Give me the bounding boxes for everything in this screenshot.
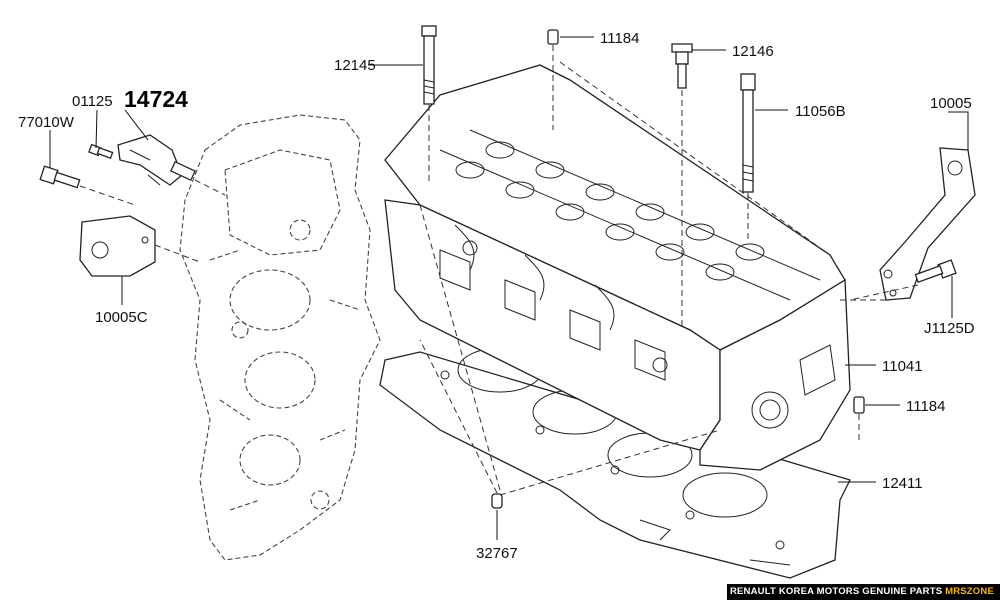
footer-brand: MRSZONE [945, 586, 994, 597]
bracket-10005c [79, 215, 201, 277]
label-12146: 12146 [732, 43, 774, 60]
label-77010w: 77010W [18, 114, 75, 131]
label-11056b: 11056B [795, 103, 846, 120]
pin-32767 [419, 339, 503, 509]
reference-lines [419, 61, 890, 496]
bolt-77010w [39, 165, 136, 206]
watermark-footer: RENAULT KOREA MOTORS GENUINE PARTS MRSZO… [727, 584, 1000, 600]
label-11184-side: 11184 [906, 398, 946, 415]
label-11184-top: 11184 [600, 30, 640, 47]
leader-lines [49, 36, 969, 540]
bolt-01125 [88, 143, 114, 160]
bolt-12145 [421, 25, 437, 185]
label-10005c: 10005C [95, 309, 148, 326]
dowel-11184-top [547, 29, 559, 130]
label-14724: 14724 [124, 86, 188, 112]
oil-control-valve-14724 [117, 134, 226, 196]
label-j1125d: J1125D [924, 320, 975, 337]
bracket-10005 [879, 147, 976, 301]
label-10005: 10005 [930, 95, 972, 112]
footer-text: RENAULT KOREA MOTORS GENUINE PARTS [729, 586, 946, 597]
bolt-11056b [740, 73, 756, 240]
label-12411: 12411 [882, 475, 923, 492]
label-12145: 12145 [334, 57, 376, 74]
timing-cover-ghost [179, 114, 381, 561]
cylinder-head [384, 64, 851, 471]
dowel-11184-side [853, 396, 865, 440]
label-11041: 11041 [882, 358, 923, 375]
bolt-12146 [671, 43, 693, 330]
label-01125: 01125 [72, 93, 113, 110]
label-32767: 32767 [476, 545, 518, 562]
bolt-j1125d [849, 259, 957, 301]
